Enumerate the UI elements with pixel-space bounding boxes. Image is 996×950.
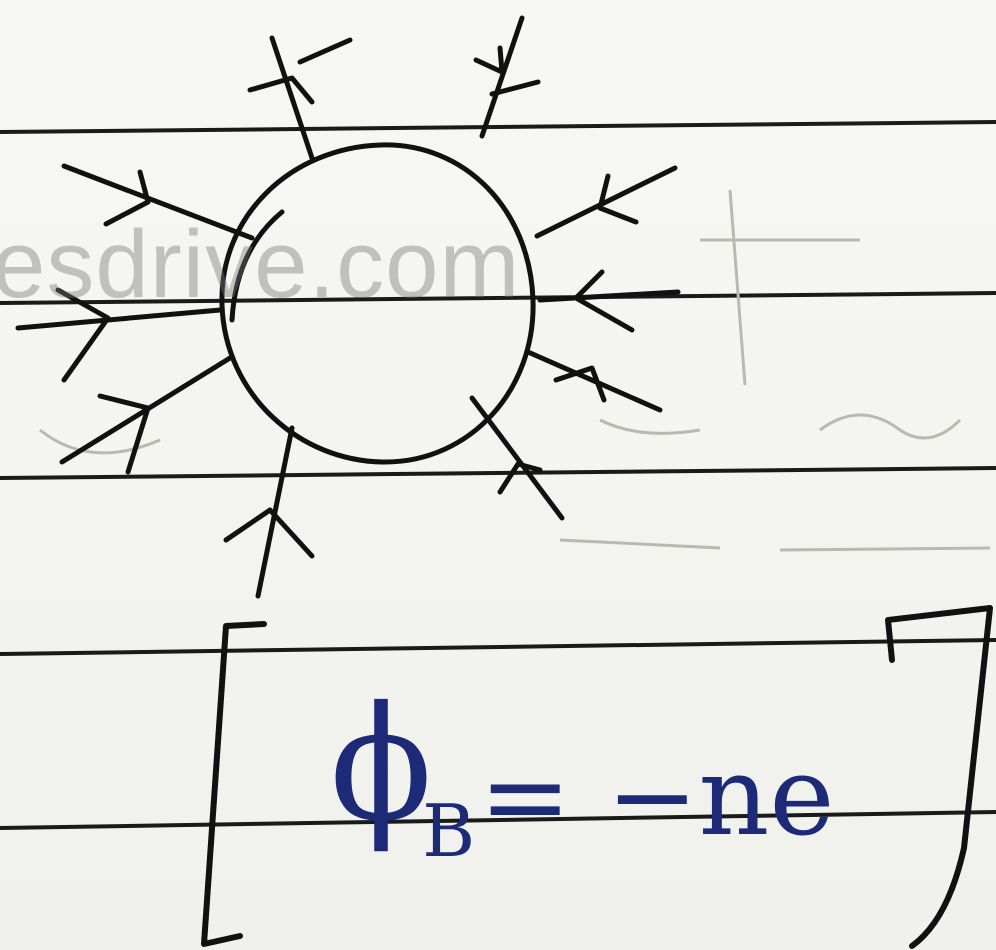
field-line: [269, 35, 315, 161]
field-line: [15, 307, 223, 331]
field-lines: [15, 15, 681, 599]
ruled-line: [0, 120, 996, 134]
field-line: [479, 15, 525, 139]
ruled-line: [0, 638, 996, 656]
arrowhead: [297, 37, 353, 65]
flux-formula: ϕB= −ne: [330, 686, 834, 873]
arrowhead: [223, 507, 315, 559]
arrowhead: [489, 79, 541, 97]
arrowhead: [55, 287, 111, 383]
gaussian-sphere: [219, 142, 536, 465]
arrowhead: [573, 269, 635, 333]
show-through-marks: [39, 189, 991, 552]
flux-symbol: ϕ: [330, 673, 433, 857]
formula-bracket: [201, 605, 993, 949]
field-line: [534, 165, 678, 239]
sphere-outline: [219, 142, 536, 465]
flux-value: = −ne: [479, 732, 835, 860]
field-line: [469, 395, 565, 521]
field-line: [537, 289, 681, 303]
field-line: [61, 163, 255, 241]
left-bracket: [201, 621, 267, 947]
sphere-inner-stroke: [229, 209, 285, 323]
ruled-line: [0, 291, 996, 305]
arrowhead: [247, 75, 315, 105]
arrowhead: [473, 45, 505, 75]
arrowhead: [103, 169, 151, 227]
ruled-lines: [0, 120, 996, 830]
arrowhead: [597, 173, 639, 225]
right-bracket: [885, 605, 993, 949]
field-line: [525, 349, 663, 413]
arrowhead: [97, 393, 151, 475]
arrowhead: [553, 365, 607, 403]
ruled-line: [0, 810, 996, 830]
arrowhead: [497, 461, 543, 495]
ruled-line: [0, 466, 996, 480]
flux-subscript: B: [422, 789, 476, 873]
